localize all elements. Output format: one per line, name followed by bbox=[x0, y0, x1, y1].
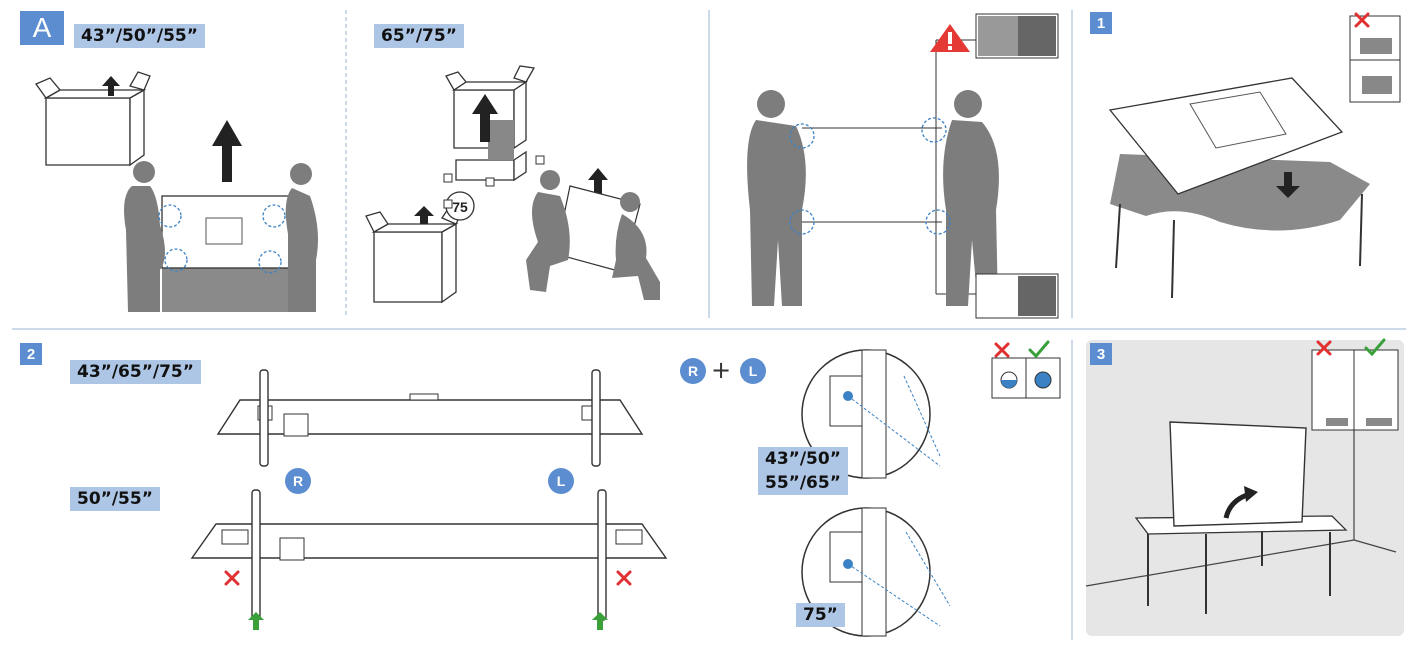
size-tag-43-65-75: 43”/65”/75” bbox=[70, 360, 201, 384]
unboxing-large-illustration: 75 bbox=[365, 65, 660, 304]
check-icon bbox=[1364, 338, 1386, 357]
up-arrow-icon bbox=[592, 612, 608, 630]
screw-size-75: 75” bbox=[796, 603, 845, 627]
check-icon bbox=[1028, 340, 1050, 359]
up-arrow-icon bbox=[472, 94, 498, 142]
cross-icon bbox=[994, 342, 1010, 358]
size-tag-43-50-55: 43”/50”/55” bbox=[74, 24, 205, 48]
stand-label-l: L bbox=[548, 468, 574, 494]
up-arrow-icon bbox=[414, 206, 434, 224]
step2-stand-illustration bbox=[190, 369, 668, 630]
stand-label-r: R bbox=[285, 468, 311, 494]
up-arrow-icon bbox=[212, 120, 242, 182]
step-3-badge: 3 bbox=[1090, 343, 1112, 365]
step1-table-illustration bbox=[1108, 12, 1401, 299]
screw-size-43-50: 43”/50” bbox=[758, 447, 848, 471]
size-tag-50-55: 50”/55” bbox=[70, 487, 160, 511]
warning-icon bbox=[930, 24, 970, 52]
step-1-badge: 1 bbox=[1090, 12, 1112, 34]
down-arrow-icon bbox=[1276, 172, 1300, 198]
screw-size-55-65: 55”/65” bbox=[758, 471, 848, 495]
box-stamp: 75 bbox=[452, 199, 468, 215]
section-a-badge: A bbox=[20, 11, 64, 45]
step-2-badge: 2 bbox=[20, 343, 42, 365]
legend-label-l: L bbox=[740, 358, 766, 384]
unboxing-small-illustration bbox=[35, 71, 318, 312]
size-tag-65-75: 65”/75” bbox=[374, 24, 464, 48]
step3-room-illustration bbox=[1085, 338, 1399, 614]
cross-icon bbox=[1354, 12, 1370, 28]
up-arrow-icon bbox=[102, 76, 120, 96]
plus-sign: + bbox=[711, 356, 732, 384]
up-arrow-icon bbox=[248, 612, 264, 630]
up-arrow-icon bbox=[588, 168, 608, 196]
legend-label-r: R bbox=[680, 358, 706, 384]
carrying-illustration bbox=[747, 13, 1059, 319]
cross-icon bbox=[1316, 340, 1332, 356]
cross-icon bbox=[224, 570, 632, 586]
